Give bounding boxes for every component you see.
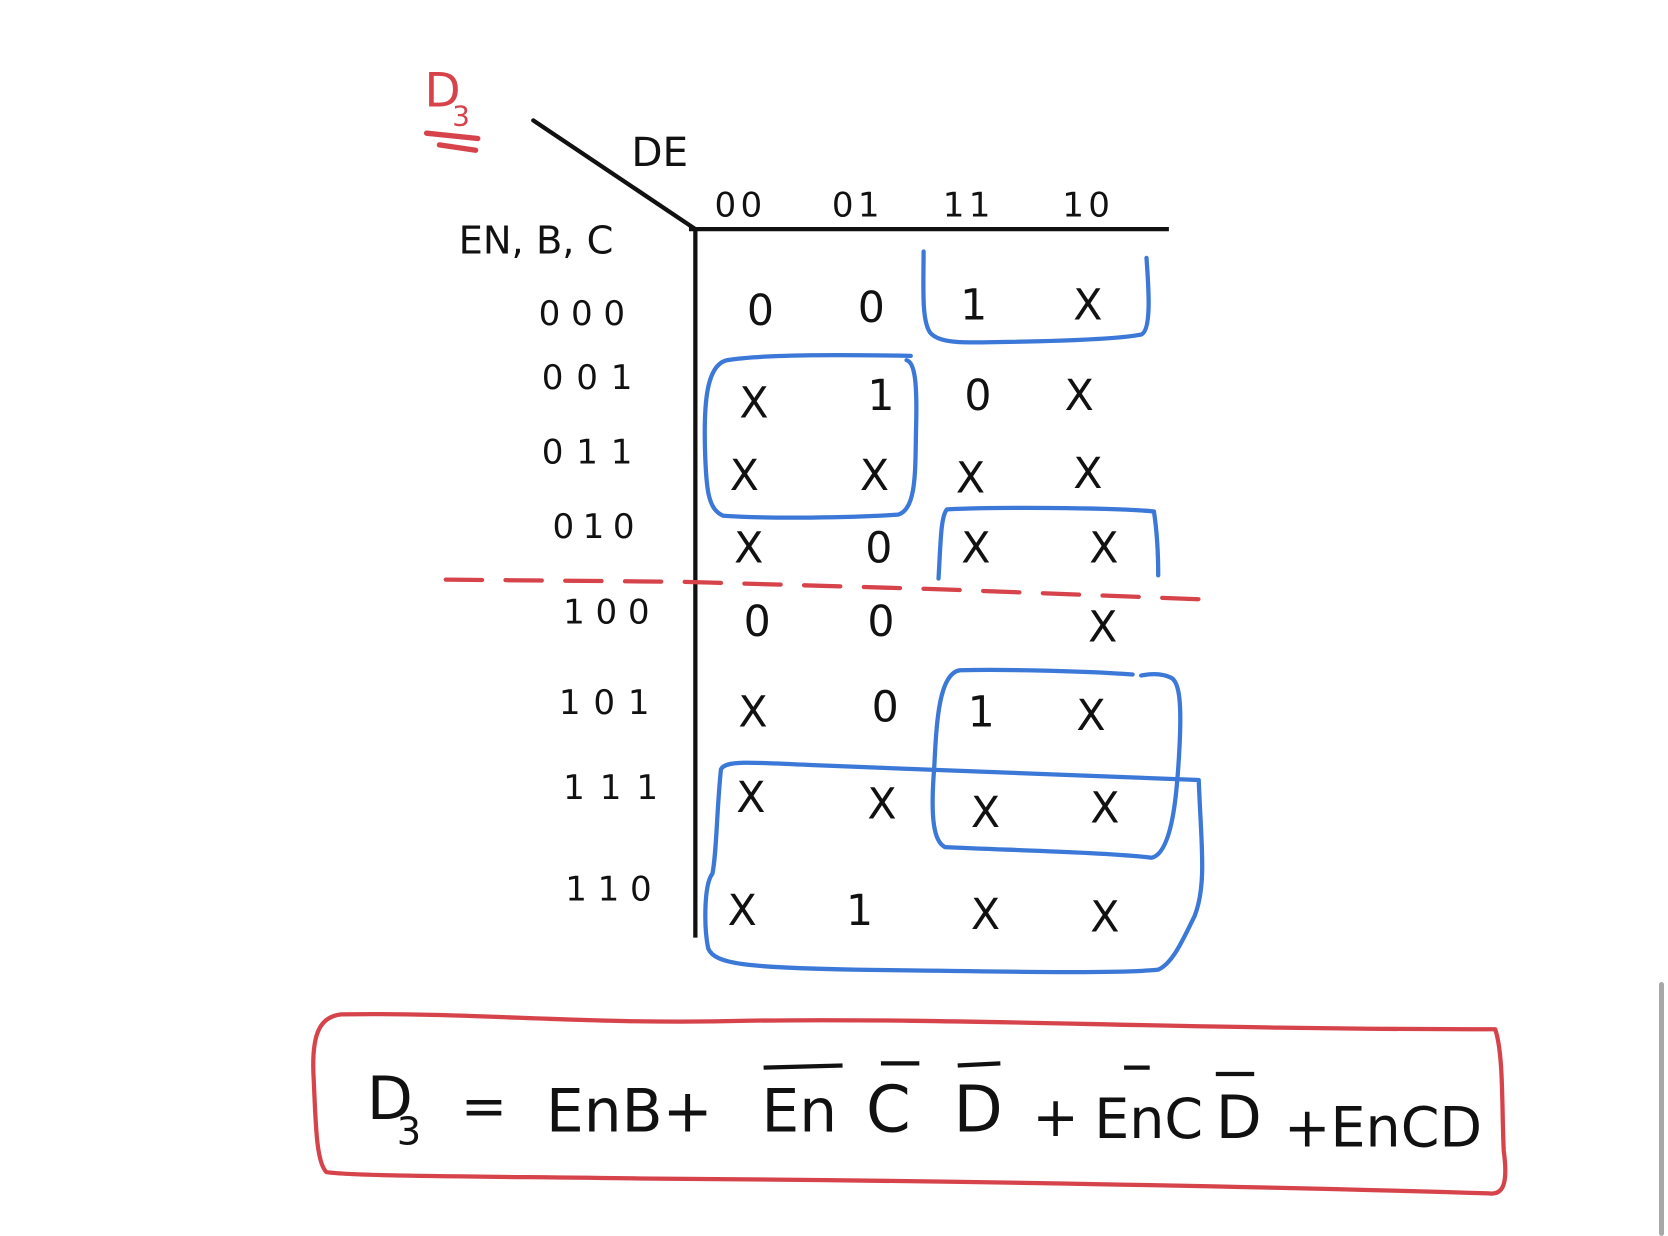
cell: X [971, 890, 1000, 940]
svg-text:3: 3 [452, 100, 470, 133]
cell: X [1065, 371, 1094, 421]
group-loop-left-upper [702, 352, 919, 520]
cell: 1 [846, 886, 873, 936]
cell: 0 [747, 286, 774, 336]
equation-term-4: +EnCD [1284, 1097, 1482, 1161]
group-loop-row010-right [936, 505, 1161, 581]
cell: X [1073, 281, 1102, 331]
cell: X [1073, 449, 1102, 499]
cell: 1 [968, 688, 995, 738]
result-equation: D 3 = EnB+ En C D + EnC D +EnCD [311, 1012, 1508, 1196]
cell: X [739, 379, 768, 429]
equation-term-3: EnC [1094, 1088, 1203, 1152]
grouping-loops [702, 249, 1205, 975]
cell: 0 [865, 524, 892, 574]
col-header: 10 [1062, 185, 1114, 225]
diagram-title: D 3 [423, 64, 481, 153]
row-header: 000 [539, 294, 636, 334]
cell: 0 [964, 371, 991, 421]
cell: X [1089, 524, 1118, 574]
group-loop-lower-right [930, 667, 1183, 860]
svg-text:D: D [424, 64, 460, 119]
row-header: 101 [559, 683, 663, 723]
cell: X [961, 524, 990, 574]
equation-lhs: D [367, 1065, 413, 1134]
equation-term-2: En [761, 1078, 837, 1147]
equation-term-2: C [866, 1074, 911, 1148]
cell: X [1088, 602, 1117, 652]
column-headers: 00 01 11 10 [715, 185, 1114, 225]
equation-lhs-subscript: 3 [397, 1109, 421, 1154]
col-var-label: DE [631, 128, 688, 176]
equation-term-2: D [953, 1074, 1002, 1148]
row-header: 100 [563, 592, 660, 632]
cell: 0 [872, 682, 899, 732]
cell: X [1090, 784, 1119, 834]
group-loop-bottom-rows [703, 760, 1205, 975]
cell: X [1076, 691, 1105, 741]
equation-term-3: D [1216, 1084, 1262, 1153]
cell: 0 [867, 597, 894, 647]
row-headers: 000 001 011 010 100 101 111 110 [539, 294, 673, 909]
row-header: 010 [552, 507, 643, 547]
cell: X [730, 451, 759, 501]
cell: 1 [867, 371, 894, 421]
row-header: 110 [565, 869, 662, 909]
equation-term-1: EnB+ [546, 1078, 713, 1147]
col-header: 11 [943, 185, 995, 225]
group-loop-top-right [921, 249, 1151, 345]
row-header: 011 [542, 433, 646, 473]
cell: X [971, 788, 1000, 838]
equation-equals: = [461, 1075, 507, 1139]
cell: X [736, 773, 765, 823]
en-divider-dashed-line [443, 577, 1218, 603]
row-header: 001 [542, 358, 646, 398]
kmap-diagonal [531, 118, 698, 232]
cell: X [956, 453, 985, 503]
cell: 0 [744, 597, 771, 647]
cell: 1 [960, 281, 987, 331]
vertical-scrollbar[interactable] [1659, 982, 1664, 1236]
equation-plus: + [1032, 1086, 1078, 1150]
cell: X [867, 779, 896, 829]
cell: X [860, 451, 889, 501]
cell: X [734, 524, 763, 574]
cell: X [738, 688, 767, 738]
row-var-label: EN, B, C [459, 219, 614, 264]
cell: X [1090, 892, 1119, 942]
kmap-cells: 0 0 1 X X 1 0 X X X X X X 0 X X 0 0 X X … [728, 281, 1120, 943]
col-header: 00 [715, 185, 767, 225]
cell: 0 [858, 283, 885, 333]
row-header: 111 [563, 768, 673, 808]
cell: X [728, 886, 757, 936]
col-header: 01 [832, 185, 884, 225]
equation-box [311, 1012, 1508, 1196]
